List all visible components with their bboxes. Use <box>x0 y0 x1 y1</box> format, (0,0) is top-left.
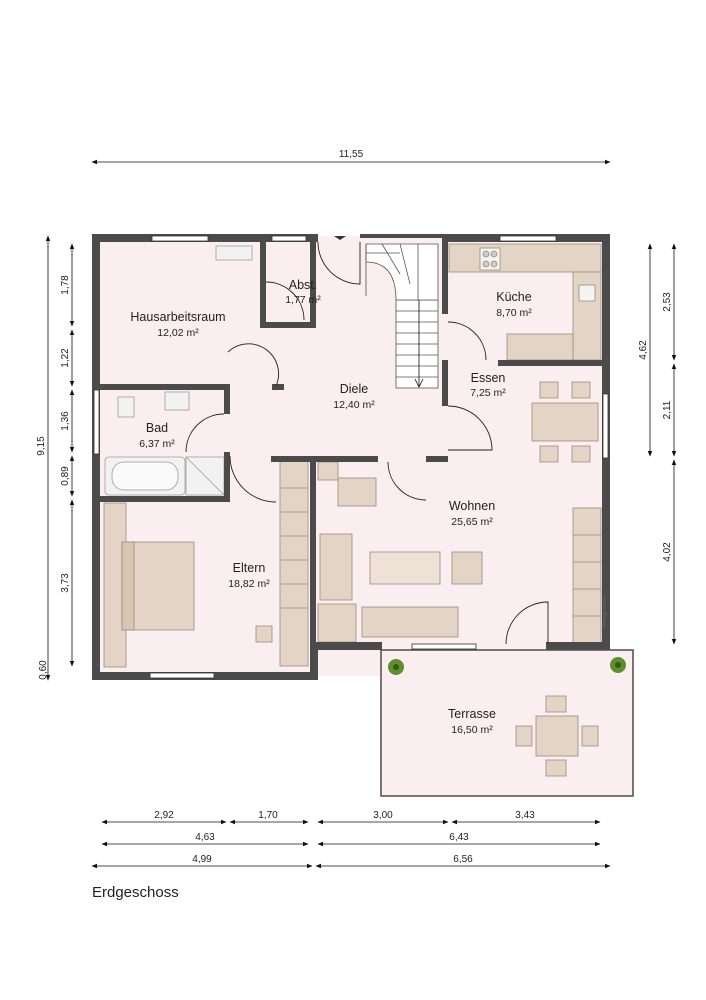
dim-right-total: 4,62 <box>638 340 649 360</box>
dim-left-seg: 0,60 <box>38 660 49 680</box>
room-name: Eltern <box>233 561 266 575</box>
room-labels: Hausarbeitsraum 12,02 m² Abst. 1,77 m² K… <box>130 278 532 736</box>
room-name: Küche <box>496 290 531 304</box>
room-name: Terrasse <box>448 707 496 721</box>
dim-bottom-row3: 6,56 <box>453 854 473 865</box>
room-area: 16,50 m² <box>451 724 493 736</box>
dim-left-seg: 1,22 <box>60 348 71 368</box>
dim-bottom-row3: 4,99 <box>192 854 212 865</box>
room-area: 18,82 m² <box>228 578 270 590</box>
doors <box>185 236 549 645</box>
kitchen-counter <box>448 243 602 361</box>
watermark: Immogrundriss <box>602 594 608 628</box>
room-area: 1,77 m² <box>285 294 321 306</box>
dim-left-seg: 3,73 <box>60 573 71 593</box>
room-name: Essen <box>471 371 506 385</box>
dim-left-seg: 0,89 <box>60 466 71 486</box>
room-area: 6,37 m² <box>139 438 175 450</box>
room-name: Abst. <box>289 278 318 292</box>
dim-left-seg: 1,78 <box>60 275 71 295</box>
dim-right-seg: 2,53 <box>662 292 673 312</box>
dim-bottom-row1: 2,92 <box>154 810 174 821</box>
room-name: Hausarbeitsraum <box>130 310 225 324</box>
room-area: 12,02 m² <box>157 327 199 339</box>
floor-label: Erdgeschoss <box>92 884 179 901</box>
room-area: 25,65 m² <box>451 516 493 528</box>
dimension-lines <box>45 159 677 869</box>
room-area: 12,40 m² <box>333 399 375 411</box>
room-area: 8,70 m² <box>496 307 532 319</box>
dim-top-total: 11,55 <box>339 149 364 160</box>
dim-bottom-row2: 6,43 <box>449 832 469 843</box>
dim-right-seg: 2,11 <box>662 400 673 419</box>
bedroom-furniture <box>103 459 309 668</box>
room-name: Bad <box>146 421 168 435</box>
plant-icon <box>610 657 626 673</box>
dim-bottom-row2: 4,63 <box>195 832 215 843</box>
dim-left-total: 9,15 <box>36 436 47 456</box>
dim-bottom-row1: 3,00 <box>373 810 393 821</box>
windows <box>93 235 609 679</box>
dim-left-seg: 1,36 <box>60 411 71 431</box>
staircase <box>365 243 439 389</box>
room-name: Wohnen <box>449 499 495 513</box>
dim-bottom-row1: 3,43 <box>515 810 535 821</box>
terrace-furniture <box>515 695 599 777</box>
plant-icon <box>388 659 404 675</box>
room-name: Diele <box>340 382 369 396</box>
dimension-labels: 11,55 9,15 1,78 1,22 1,36 0,89 3,73 0,60… <box>36 149 673 865</box>
room-area: 7,25 m² <box>470 387 506 399</box>
living-furniture <box>317 381 602 645</box>
bathroom-fixtures <box>104 245 253 496</box>
dim-bottom-row1: 1,70 <box>258 810 278 821</box>
dim-right-seg: 4,02 <box>662 542 673 562</box>
